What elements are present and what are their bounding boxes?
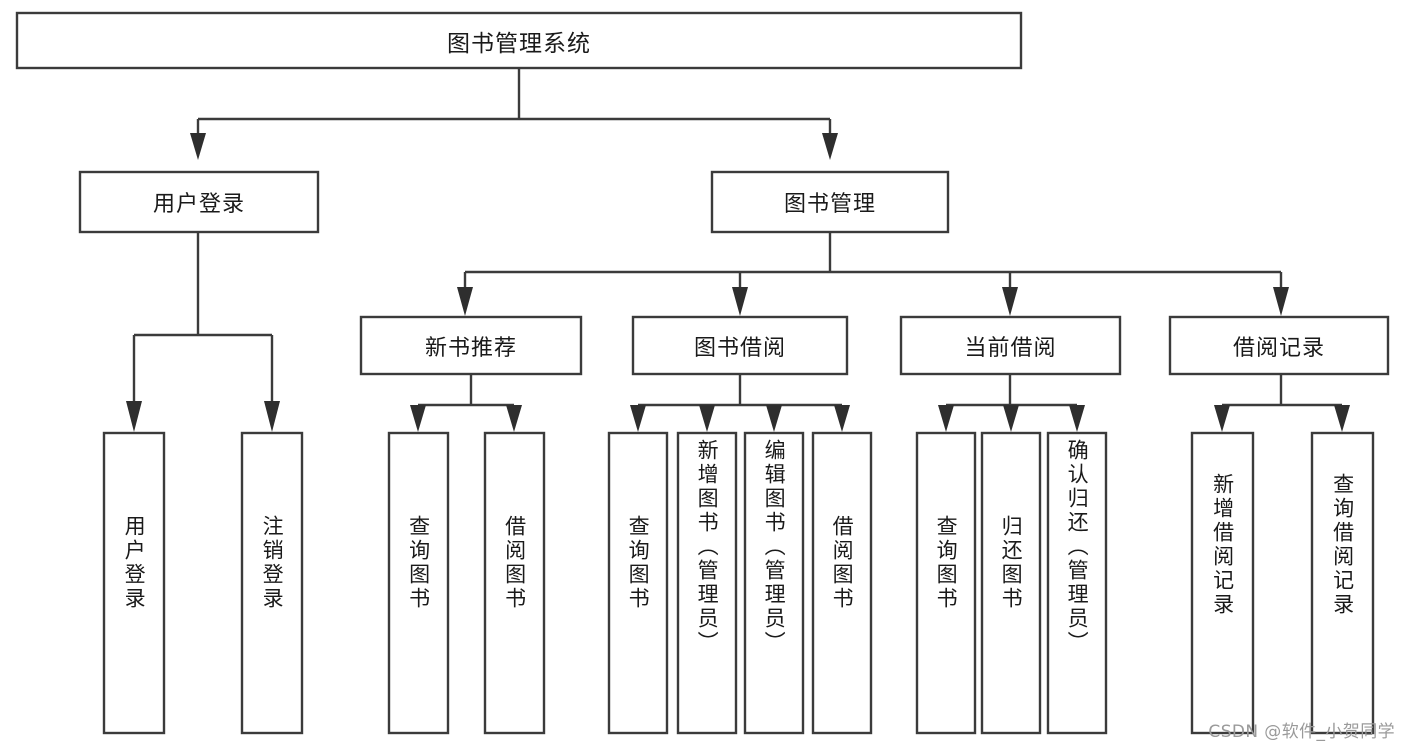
arrowhead-user-login (190, 133, 206, 160)
arrowhead-bb-leaf-3 (766, 405, 782, 432)
arrowhead-bb-leaf-1 (630, 405, 646, 432)
arrowhead-borrow-record (1273, 287, 1289, 316)
leaf-box-nb-query-book[interactable] (387, 431, 450, 735)
leaf-box-bb-query-book[interactable] (607, 431, 669, 735)
arrowhead-new-book (457, 287, 473, 316)
arrowhead-cb-leaf-2 (1003, 405, 1019, 432)
arrowhead-nb-leaf-1 (410, 405, 426, 432)
arrowhead-book-manage (822, 133, 838, 160)
node-borrow-record-box[interactable] (1168, 315, 1390, 376)
leaf-box-br-add-record[interactable] (1190, 431, 1255, 735)
arrowhead-leaf-user-login (126, 401, 142, 432)
arrowhead-bb-leaf-4 (834, 405, 850, 432)
leaf-box-nb-borrow-book[interactable] (483, 431, 546, 735)
leaf-box-br-query-record[interactable] (1310, 431, 1375, 735)
csdn-watermark: CSDN @软件_小贺同学 (1208, 722, 1395, 742)
arrowhead-br-leaf-1 (1214, 405, 1230, 432)
leaf-box-cb-return-book[interactable] (980, 431, 1042, 735)
node-book-borrow-box[interactable] (631, 315, 849, 376)
arrowhead-cb-leaf-3 (1069, 405, 1085, 432)
leaf-box-user-login[interactable] (102, 431, 166, 735)
leaf-box-bb-borrow-book[interactable] (811, 431, 873, 735)
leaf-box-cb-query-book[interactable] (915, 431, 977, 735)
node-current-borrow-box[interactable] (899, 315, 1122, 376)
leaf-box-bb-edit-book[interactable] (743, 431, 805, 735)
arrowhead-leaf-logout (264, 401, 280, 432)
leaf-box-bb-add-book[interactable] (676, 431, 738, 735)
leaf-box-cb-confirm-return[interactable] (1046, 431, 1108, 735)
arrowhead-br-leaf-2 (1334, 405, 1350, 432)
arrowhead-nb-leaf-2 (506, 405, 522, 432)
arrowhead-bb-leaf-2 (699, 405, 715, 432)
node-book-manage-box[interactable] (710, 170, 950, 234)
arrowhead-current-borrow (1002, 287, 1018, 316)
node-root-box[interactable] (15, 11, 1023, 70)
arrowhead-book-borrow (732, 287, 748, 316)
node-user-login-box[interactable] (78, 170, 320, 234)
leaf-box-logout[interactable] (240, 431, 304, 735)
arrowhead-cb-leaf-1 (938, 405, 954, 432)
node-new-book-box[interactable] (359, 315, 583, 376)
